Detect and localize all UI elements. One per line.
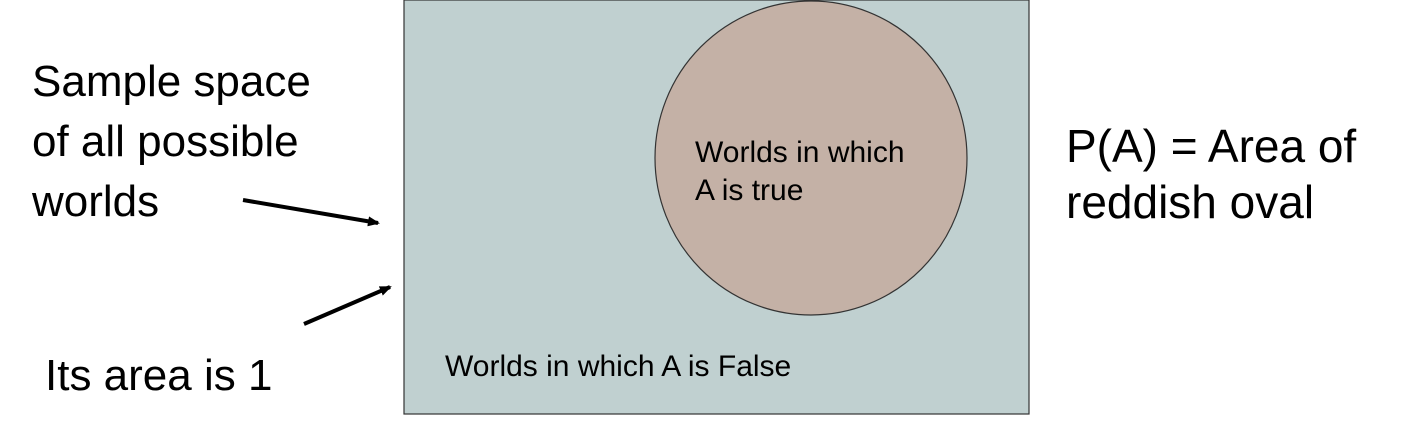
complement-label: Worlds in which A is False	[445, 350, 792, 383]
sample-space-label: Sample space of all possible worlds	[32, 52, 311, 232]
area-note-label: Its area is 1	[45, 351, 273, 400]
sample-space-arrow	[242, 198, 380, 227]
event-a-oval	[654, 0, 968, 316]
event-a-label-line-1: Worlds in which	[695, 136, 905, 169]
probability-label-line-1: P(A) = Area of	[1066, 120, 1357, 172]
probability-label-line-2: reddish oval	[1066, 176, 1315, 228]
probability-label: P(A) = Area of reddish oval	[1066, 118, 1356, 230]
sample-space-label-line-2: of all possible	[32, 117, 299, 166]
sample-space-label-line-1: Sample space	[32, 57, 311, 106]
event-a-label-line-2: A is true	[695, 174, 804, 207]
event-a-label: Worlds in which A is true	[695, 134, 905, 210]
area-arrow	[303, 285, 392, 326]
sample-space-label-line-3: worlds	[32, 177, 160, 226]
